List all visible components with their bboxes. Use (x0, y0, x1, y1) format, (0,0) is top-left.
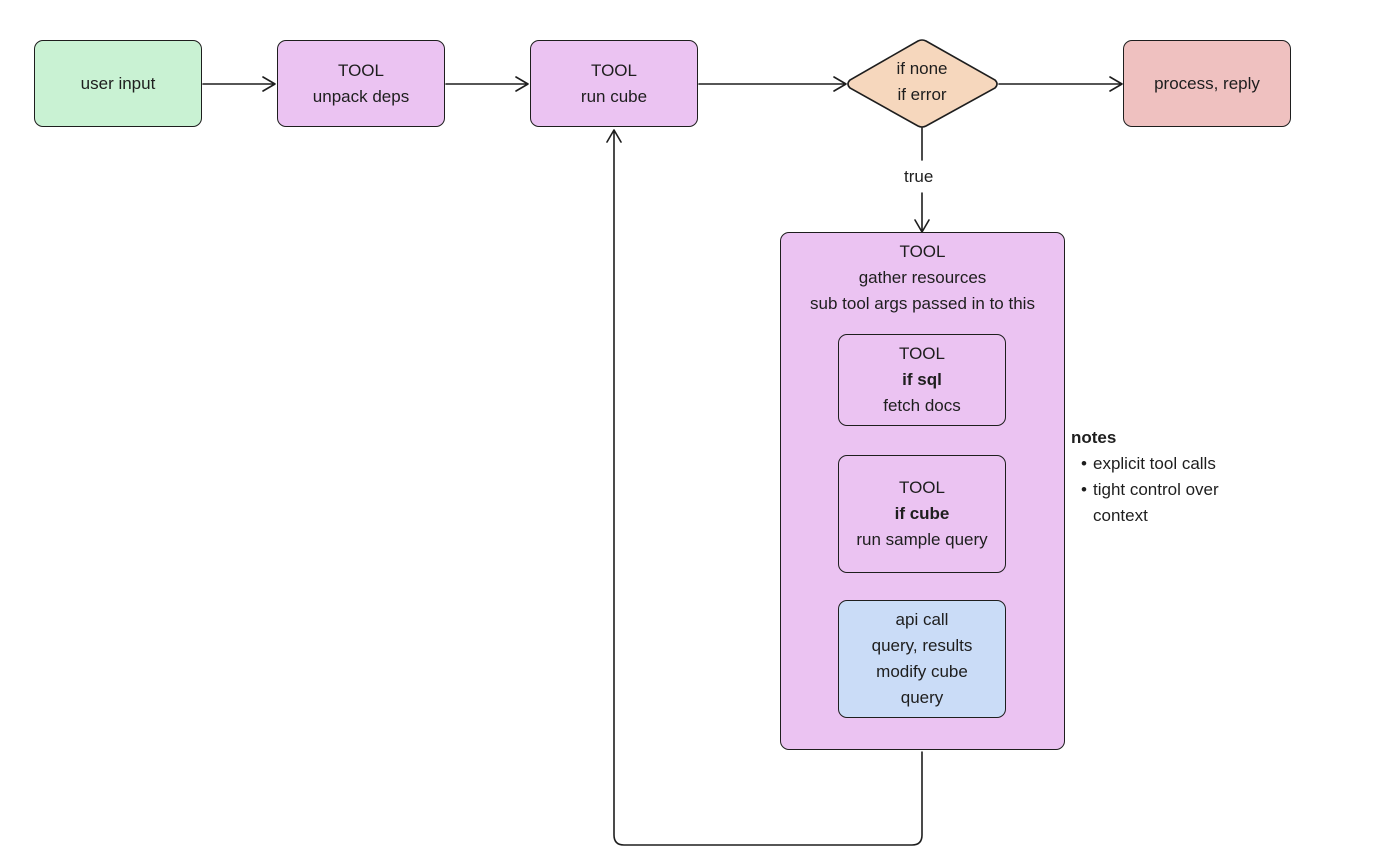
unpack-deps-label: unpack deps (312, 86, 410, 106)
sql-action-label: fetch docs (883, 396, 961, 415)
api-call-node: api call query, results modify cube quer… (838, 600, 1006, 718)
run-cube-node: TOOL run cube (530, 40, 698, 127)
gather-tool-label: TOOL (899, 242, 946, 261)
unpack-deps-node: TOOL unpack deps (277, 40, 445, 127)
edge-decision-to-gather-bottom (914, 192, 930, 233)
edge-input-to-unpack (202, 76, 276, 92)
sql-tool-label: TOOL (899, 344, 945, 363)
notes-item: tight control over context (1081, 477, 1253, 529)
notes-block: notes explicit tool calls tight control … (1071, 425, 1253, 529)
decision-line-2: if error (897, 85, 947, 104)
process-reply-node: process, reply (1123, 40, 1291, 127)
edge-gather-to-runcube (606, 129, 923, 846)
decision-text: if none if error (862, 56, 982, 108)
notes-item: explicit tool calls (1081, 451, 1253, 477)
user-input-node: user input (34, 40, 202, 127)
sql-tool-node: TOOL if sql fetch docs (838, 334, 1006, 426)
cube-tool-node: TOOL if cube run sample query (838, 455, 1006, 573)
sql-condition-label: if sql (902, 370, 942, 389)
decision-line-1: if none (896, 59, 948, 78)
api-call-line-4: query (900, 688, 944, 707)
run-cube-tool-label: TOOL (591, 60, 637, 80)
user-input-label: user input (80, 73, 156, 93)
cube-action-label: run sample query (856, 530, 988, 549)
api-call-line-1: api call (895, 610, 949, 629)
edge-label-true: true (904, 164, 934, 190)
notes-list: explicit tool calls tight control over c… (1071, 451, 1253, 529)
edge-unpack-to-runcube (445, 76, 529, 92)
run-cube-label: run cube (580, 86, 648, 106)
cube-tool-label: TOOL (899, 478, 945, 497)
cube-condition-label: if cube (894, 504, 950, 523)
edge-decision-to-process (998, 76, 1123, 92)
process-reply-label: process, reply (1154, 73, 1260, 93)
gather-subtitle-label: sub tool args passed in to this (810, 294, 1035, 313)
notes-title: notes (1071, 428, 1117, 447)
api-call-line-2: query, results (871, 636, 973, 655)
gather-resources-label: gather resources (858, 268, 987, 287)
unpack-deps-tool-label: TOOL (338, 60, 384, 80)
decision-diamond (847, 39, 998, 128)
edge-runcube-to-decision (698, 76, 847, 92)
api-call-line-3: modify cube (876, 662, 968, 681)
